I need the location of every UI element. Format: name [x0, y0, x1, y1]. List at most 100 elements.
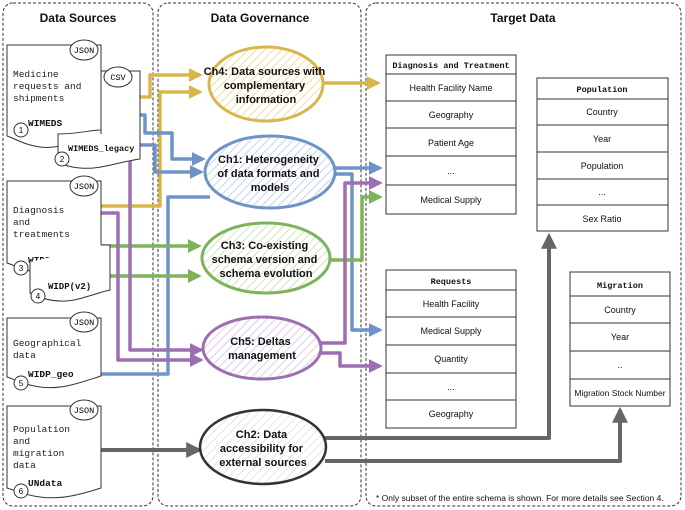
source-description: Medicine requests and shipments	[13, 69, 87, 104]
challenge-ch2: Ch2: Data accessibility for external sou…	[198, 408, 328, 486]
source-name: UNdata	[28, 478, 63, 489]
connector-purple-ch5-requests	[320, 351, 383, 373]
data-sources: Medicine requests and shipments WIMEDS J…	[6, 39, 141, 499]
table-requests: Requests Health Facility Medical Supply …	[385, 269, 517, 429]
target-panel	[365, 2, 682, 507]
source-widp-geo: Geographical data WIDP_geo JSON 5	[6, 311, 102, 391]
challenge-ellipse	[203, 134, 337, 210]
connector-green-ch3-diagnosis	[330, 190, 383, 262]
table-migration: Migration Country Year .. Migration Stoc…	[569, 271, 671, 407]
source-number: 3	[19, 264, 24, 273]
source-description: Diagnosis and treatments	[13, 205, 70, 240]
format-badge	[69, 311, 99, 333]
document-shape	[6, 405, 102, 499]
challenge-ch3: Ch3: Co-existing schema version and sche…	[200, 221, 332, 295]
table-frame	[569, 271, 671, 407]
table-row: Year	[593, 134, 611, 144]
table-row: Geography	[429, 409, 474, 419]
source-number: 1	[19, 126, 24, 135]
challenge-label: Ch5: Deltas management	[228, 336, 296, 362]
table-title: Population	[576, 85, 627, 95]
source-name: WIMEDS_legacy	[68, 144, 134, 154]
source-name: WIMEDS	[28, 118, 63, 129]
sources-panel	[2, 2, 154, 507]
governance-heading: Data Governance	[211, 11, 310, 25]
target-tables: Diagnosis and Treatment Health Facility …	[385, 54, 671, 429]
connector-blue-legacy-ch1	[140, 143, 204, 179]
source-number-badge	[30, 288, 46, 304]
table-row: Health Facility	[423, 299, 480, 309]
table-title: Migration	[597, 281, 643, 291]
table-row: Health Facility Name	[409, 83, 492, 93]
table-frame	[385, 54, 517, 215]
source-number: 4	[36, 292, 41, 301]
format-badge-label: CSV	[110, 73, 126, 83]
table-row: Medical Supply	[420, 195, 482, 205]
table-row: Year	[611, 332, 629, 342]
table-row: ...	[598, 187, 606, 197]
table-row: ...	[447, 166, 455, 176]
table-population: Population Country Year Population ... S…	[536, 77, 669, 232]
challenge-label: Ch2: Data accessibility for external sou…	[219, 429, 306, 469]
table-diagnosis-and-treatment: Diagnosis and Treatment Health Facility …	[385, 54, 517, 215]
source-number: 6	[19, 487, 24, 496]
sources-heading: Data Sources	[40, 11, 117, 25]
source-undata: Population and migration data UNdata JSO…	[6, 399, 102, 499]
challenge-ellipse	[200, 221, 332, 295]
table-row: ...	[447, 382, 455, 392]
source-number-badge	[13, 122, 29, 138]
challenge-ellipse	[207, 45, 325, 123]
table-frame	[536, 77, 669, 232]
format-badge	[69, 39, 99, 61]
table-row: Patient Age	[428, 138, 474, 148]
table-row: Population	[581, 161, 624, 171]
connector-purple-widp-ch5	[101, 211, 204, 367]
connector-gray-ch2-population	[325, 232, 557, 440]
table-row: ..	[617, 360, 622, 370]
source-number: 5	[19, 379, 24, 388]
table-row: Medical Supply	[420, 326, 482, 336]
table-title: Requests	[431, 277, 472, 287]
format-badge	[69, 399, 99, 421]
table-row: Migration Stock Number	[574, 388, 665, 398]
challenge-ch5: Ch5: Deltas management	[201, 315, 323, 381]
format-badge-label: JSON	[74, 46, 94, 56]
format-badge-label: JSON	[74, 406, 94, 416]
connector-blue-geo-ch1	[101, 195, 210, 376]
document-shape	[6, 317, 102, 389]
source-number-badge	[13, 483, 29, 499]
table-row: Geography	[429, 110, 474, 120]
source-name: WIDP(v2)	[48, 282, 91, 292]
footnote: * Only subset of the entire schema is sh…	[376, 493, 664, 503]
connector-blue-ch1-requests	[335, 172, 383, 337]
connectors	[101, 68, 628, 463]
challenge-ellipse	[201, 315, 323, 381]
format-badge	[103, 66, 133, 88]
document-shape	[57, 70, 141, 169]
format-badge-label: JSON	[74, 318, 94, 328]
source-wimeds-legacy: WIMEDS_legacy CSV 2	[54, 66, 141, 169]
challenge-label: Ch3: Co-existing schema version and sche…	[212, 240, 321, 280]
table-frame	[385, 269, 517, 429]
source-number: 2	[60, 155, 65, 164]
table-row: Sex Ratio	[582, 214, 621, 224]
format-badge-label: JSON	[74, 182, 94, 192]
source-number-badge	[54, 151, 70, 167]
table-row: Country	[586, 107, 618, 117]
target-heading: Target Data	[490, 11, 555, 25]
source-description: Geographical data	[13, 338, 87, 361]
connector-purple-ch5-diagnosis	[320, 176, 383, 345]
table-row: Country	[604, 305, 636, 315]
connector-gray-ch2-migration	[325, 406, 628, 463]
source-name: WIDP_geo	[28, 369, 74, 380]
source-number-badge	[13, 260, 29, 276]
challenge-ch4: Ch4: Data sources with complementary inf…	[204, 45, 326, 123]
source-wimeds: Medicine requests and shipments WIMEDS J…	[6, 39, 102, 148]
challenges: Ch4: Data sources with complementary inf…	[198, 45, 337, 486]
challenge-ellipse	[198, 408, 328, 486]
table-row: Quantity	[434, 354, 468, 364]
format-badge	[69, 175, 99, 197]
source-number-badge	[13, 375, 29, 391]
source-widp-v2: WIDP(v2) 4	[29, 244, 111, 304]
